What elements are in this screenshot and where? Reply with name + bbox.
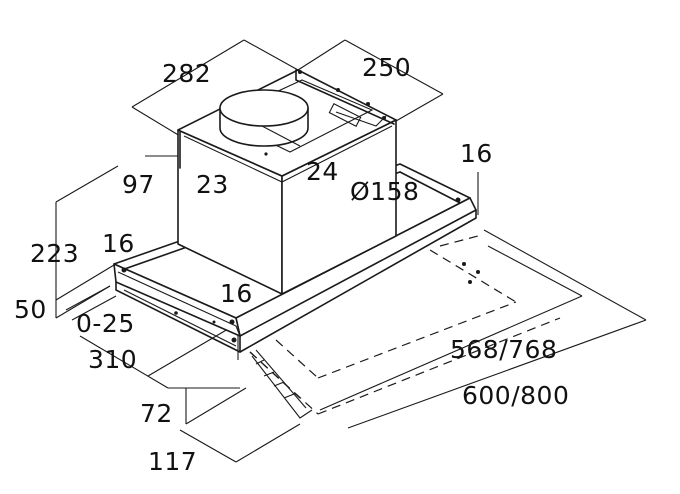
- dim-16-left: 16: [102, 229, 135, 258]
- dim-23: 23: [196, 170, 229, 199]
- light-icon: [462, 262, 466, 266]
- dim-72: 72: [140, 399, 173, 428]
- light-icon: [476, 270, 480, 274]
- screw-icon: [336, 88, 340, 92]
- screw-icon: [174, 311, 178, 315]
- dim-16-top-right: 16: [460, 139, 493, 168]
- dim-250: 250: [362, 53, 411, 82]
- dim-223: 223: [30, 239, 79, 268]
- duct-collar: [219, 89, 309, 147]
- front-visor: [251, 349, 313, 419]
- dim-568-768: 568/768: [450, 335, 557, 364]
- screw-icon: [212, 320, 216, 324]
- dim-117: 117: [148, 447, 197, 476]
- screw-icon: [382, 116, 386, 120]
- dim-0-25: 0-25: [76, 309, 135, 338]
- dim-282: 282: [162, 59, 211, 88]
- dim-diameter-158: Ø158: [350, 177, 419, 206]
- dimension-lines: [55, 39, 647, 463]
- dim-310: 310: [88, 345, 137, 374]
- screw-icon: [231, 337, 237, 343]
- screw-icon: [264, 152, 268, 156]
- dim-24: 24: [306, 157, 339, 186]
- dim-600-800: 600/800: [462, 381, 569, 410]
- dim-16-front: 16: [220, 279, 253, 308]
- dim-97: 97: [122, 170, 155, 199]
- screw-icon: [229, 319, 235, 325]
- light-icon: [468, 280, 472, 284]
- screw-icon: [298, 70, 302, 74]
- screw-icon: [121, 267, 127, 273]
- screw-icon: [366, 102, 370, 106]
- light-markers: [462, 262, 480, 284]
- dim-50: 50: [14, 295, 47, 324]
- screw-icon: [455, 197, 461, 203]
- dimension-labels: 282 250 16 97 23 24 Ø158 223 16 16 50 0-…: [14, 53, 569, 476]
